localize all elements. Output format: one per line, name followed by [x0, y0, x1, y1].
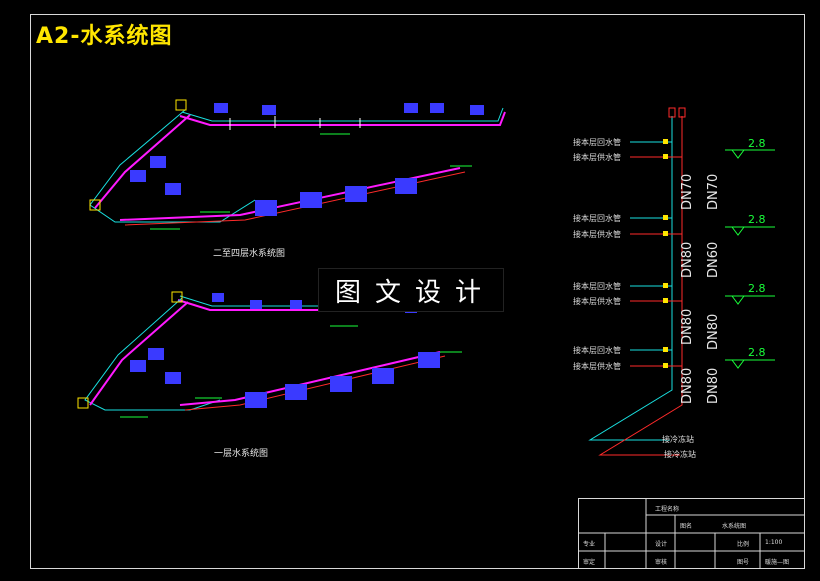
tb-number-label: 图号 — [737, 559, 750, 566]
chiller-connection-1: 接冷冻站 — [662, 435, 694, 444]
pipe-size-left-3: DN80 — [680, 308, 695, 345]
tb-drawing-label: 图名 — [680, 523, 693, 530]
level-mark-4: 2.8 — [748, 346, 766, 359]
pipe-size-right-4: DN80 — [706, 367, 721, 404]
pipe-size-left-2: DN80 — [680, 241, 695, 278]
tb-discipline-label: 专业 — [583, 541, 596, 548]
legend-return-4: 接本层回水管 — [573, 346, 621, 355]
level-mark-2: 2.8 — [748, 213, 766, 226]
tb-project-label: 工程名称 — [655, 506, 680, 513]
title-block — [578, 498, 805, 569]
pipe-size-right-1: DN70 — [706, 173, 721, 210]
tb-design-label: 设计 — [655, 541, 668, 548]
pipe-size-left-1: DN70 — [680, 173, 695, 210]
tb-check-label: 审核 — [655, 559, 668, 566]
legend-return-1: 接本层回水管 — [573, 138, 621, 147]
upper-diagram-caption: 二至四层水系统图 — [213, 249, 286, 259]
level-mark-1: 2.8 — [748, 137, 766, 150]
pipe-size-right-2: DN60 — [706, 241, 721, 278]
legend-supply-1: 接本层供水管 — [573, 153, 621, 162]
riser-diagram — [588, 107, 775, 456]
watermark: 图文设计 — [318, 268, 504, 312]
tb-number-value: 暖施—图 — [765, 559, 790, 566]
lower-diagram-caption: 一层水系统图 — [214, 449, 269, 459]
tb-scale-label: 比例 — [737, 541, 750, 548]
drawing-frame — [30, 14, 805, 569]
legend-supply-4: 接本层供水管 — [573, 362, 621, 371]
drawing-title: A2-水系统图 — [36, 24, 173, 49]
legend-return-2: 接本层回水管 — [573, 214, 621, 223]
legend-supply-3: 接本层供水管 — [573, 297, 621, 306]
chiller-connection-2: 接冷冻站 — [664, 450, 696, 459]
upper-system-diagram — [89, 99, 506, 230]
title-block-lines — [578, 498, 805, 569]
level-mark-3: 2.8 — [748, 282, 766, 295]
tb-drawing-value: 水系统图 — [722, 523, 747, 530]
tb-scale-value: 1:100 — [765, 539, 783, 546]
legend-supply-2: 接本层供水管 — [573, 230, 621, 239]
pipe-size-left-4: DN80 — [680, 367, 695, 404]
tb-review-label: 审定 — [583, 559, 596, 566]
pipe-size-right-3: DN80 — [706, 313, 721, 350]
legend-return-3: 接本层回水管 — [573, 282, 621, 291]
